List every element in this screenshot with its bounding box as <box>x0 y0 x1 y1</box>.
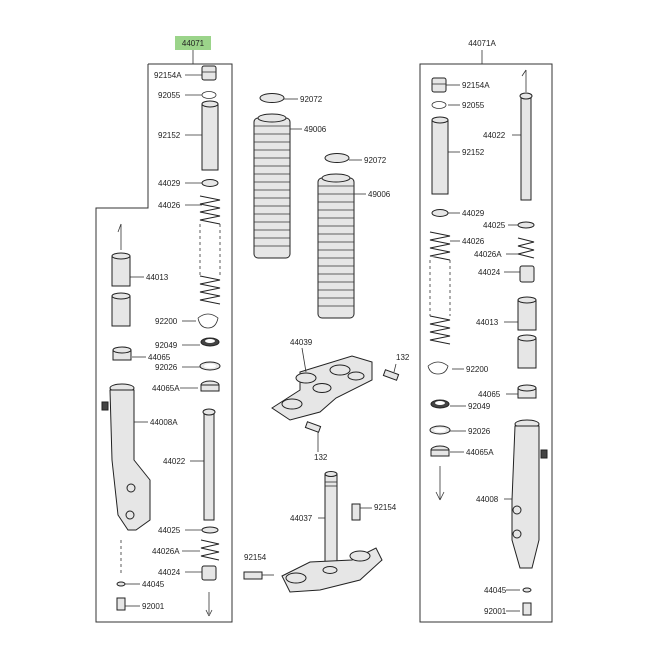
left-label-92055[interactable]: 92055 <box>158 91 181 100</box>
center-label-132-a[interactable]: 132 <box>396 353 410 362</box>
left-label-92200[interactable]: 92200 <box>155 317 178 326</box>
center-label-44039[interactable]: 44039 <box>290 338 313 347</box>
left-labels: 92154A 92055 92152 44029 44026 44013 922… <box>142 71 186 611</box>
fork-boot-a <box>253 113 302 259</box>
right-assembly-frame <box>419 63 553 623</box>
left-label-44045[interactable]: 44045 <box>142 580 165 589</box>
left-label-44029[interactable]: 44029 <box>158 179 181 188</box>
center-label-49006-a[interactable]: 49006 <box>304 125 327 134</box>
center-labels: 92072 49006 92072 49006 44039 132 132 44… <box>244 95 410 562</box>
right-label-92049[interactable]: 92049 <box>468 402 491 411</box>
left-label-44022[interactable]: 44022 <box>163 457 186 466</box>
right-label-44026a[interactable]: 44026A <box>474 250 502 259</box>
right-label-44013[interactable]: 44013 <box>476 318 499 327</box>
center-label-92154-a[interactable]: 92154 <box>374 503 397 512</box>
right-label-44022[interactable]: 44022 <box>483 131 506 140</box>
left-label-44065a[interactable]: 44065A <box>152 384 180 393</box>
right-leader-lines <box>446 84 526 612</box>
left-header-highlight <box>175 36 211 50</box>
center-label-92072-b[interactable]: 92072 <box>364 156 387 165</box>
left-label-44008a[interactable]: 44008A <box>150 418 178 427</box>
left-parts <box>101 65 221 617</box>
upper-triple-clamp <box>271 347 373 421</box>
right-label-44065a[interactable]: 44065A <box>466 448 494 457</box>
left-label-92026[interactable]: 92026 <box>155 363 178 372</box>
left-label-92154a[interactable]: 92154A <box>154 71 182 80</box>
right-label-44008[interactable]: 44008 <box>476 495 499 504</box>
center-label-132-b[interactable]: 132 <box>314 453 328 462</box>
left-label-92049[interactable]: 92049 <box>155 341 178 350</box>
fork-boot-b <box>317 173 366 319</box>
left-assembly-frame <box>95 63 233 623</box>
right-parts <box>427 69 548 616</box>
center-parts <box>243 93 400 593</box>
steering-stem <box>281 471 383 593</box>
right-labels: 92154A 92055 44022 92152 44029 44025 440… <box>462 81 507 616</box>
right-label-92055[interactable]: 92055 <box>462 101 485 110</box>
right-label-44025[interactable]: 44025 <box>483 221 506 230</box>
right-label-44026[interactable]: 44026 <box>462 237 485 246</box>
left-label-44025[interactable]: 44025 <box>158 526 181 535</box>
left-label-44065[interactable]: 44065 <box>148 353 171 362</box>
right-label-92001[interactable]: 92001 <box>484 607 507 616</box>
right-label-44024[interactable]: 44024 <box>478 268 501 277</box>
center-label-49006-b[interactable]: 49006 <box>368 190 391 199</box>
right-label-44029[interactable]: 44029 <box>462 209 485 218</box>
right-label-44065[interactable]: 44065 <box>478 390 501 399</box>
left-label-44026a[interactable]: 44026A <box>152 547 180 556</box>
right-label-44045[interactable]: 44045 <box>484 586 507 595</box>
left-leader-lines <box>124 74 206 607</box>
right-label-92200[interactable]: 92200 <box>466 365 489 374</box>
left-label-92152[interactable]: 92152 <box>158 131 181 140</box>
right-assembly-header[interactable]: 44071A <box>468 39 496 48</box>
right-label-92026[interactable]: 92026 <box>468 427 491 436</box>
right-label-92154a[interactable]: 92154A <box>462 81 490 90</box>
center-label-44037[interactable]: 44037 <box>290 514 313 523</box>
left-label-44013[interactable]: 44013 <box>146 273 169 282</box>
center-label-92154-b[interactable]: 92154 <box>244 553 267 562</box>
left-assembly-header[interactable]: 44071 <box>182 39 205 48</box>
left-label-92001[interactable]: 92001 <box>142 602 165 611</box>
right-label-92152[interactable]: 92152 <box>462 148 485 157</box>
left-label-44026[interactable]: 44026 <box>158 201 181 210</box>
center-label-92072-a[interactable]: 92072 <box>300 95 323 104</box>
left-label-44024[interactable]: 44024 <box>158 568 181 577</box>
